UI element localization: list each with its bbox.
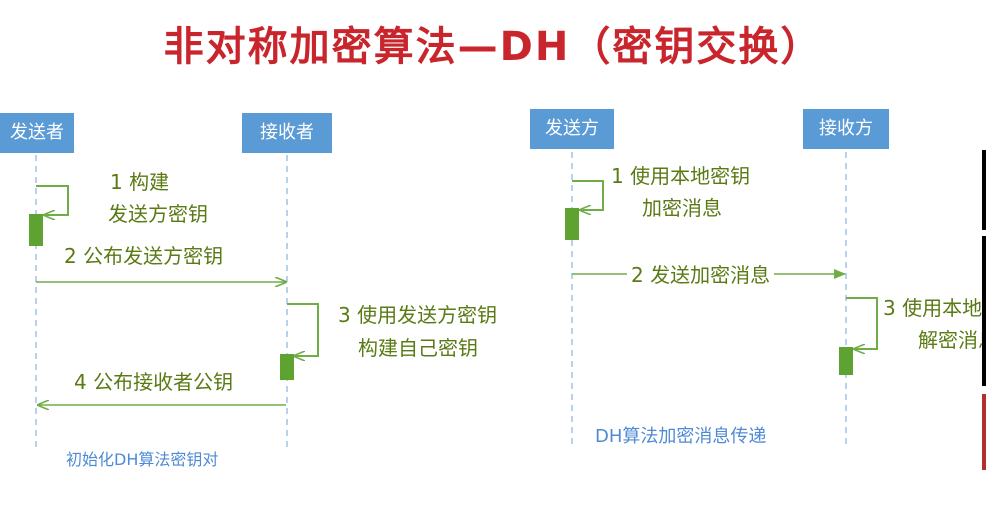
caption-left: 初始化DH算法密钥对 [66, 450, 219, 469]
actor-left-receiver: 接收者 [242, 113, 332, 153]
edge-strip-bottom [982, 394, 986, 470]
actor-right-sender: 发送方 [530, 109, 614, 149]
edge-strip-top [982, 150, 986, 230]
self-loop-left-step1 [36, 185, 69, 215]
activation-right-receiver [839, 347, 853, 375]
page-title: 非对称加密算法—DH（密钥交换） [163, 24, 823, 70]
label-right-step2: 2 发送加密消息 [627, 259, 775, 291]
activation-right-sender [565, 208, 579, 240]
caption-right: DH算法加密消息传递 [595, 426, 767, 447]
label-left-step3-line2: 构建自己密钥 [358, 336, 478, 360]
self-loop-right-step1 [572, 180, 604, 210]
label-right-step1-line2: 加密消息 [642, 196, 722, 220]
label-left-step1-line2: 发送方密钥 [108, 202, 208, 226]
actor-right-receiver: 接收方 [803, 109, 889, 149]
label-right-step1-line1: 1 使用本地密钥 [611, 164, 751, 188]
actor-left-sender: 发送者 [0, 113, 74, 153]
activation-left-sender [29, 214, 43, 246]
edge-strip-mid [982, 236, 986, 386]
label-left-step4: 4 公布接收者公钥 [74, 370, 234, 394]
self-loop-left-step3 [287, 303, 319, 356]
label-right-step3-line2: 解密消息 [918, 328, 986, 352]
label-left-step1-line1: 1 构建 [110, 170, 170, 194]
self-loop-right-step3 [846, 297, 878, 349]
label-right-step3-line1: 3 使用本地 [883, 296, 983, 320]
label-left-step3-line1: 3 使用发送方密钥 [338, 303, 498, 327]
activation-left-receiver [280, 354, 294, 380]
label-left-step2: 2 公布发送方密钥 [64, 244, 224, 268]
